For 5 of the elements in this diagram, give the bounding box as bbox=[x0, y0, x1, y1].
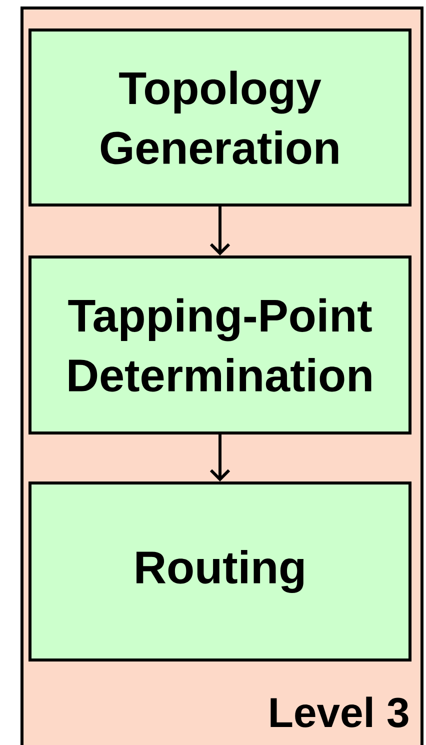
process-box: Tapping-Point Determination bbox=[28, 256, 412, 434]
arrow bbox=[210, 206, 230, 256]
arrow bbox=[210, 434, 230, 482]
process-box: Topology Generation bbox=[28, 28, 412, 206]
process-box: Routing bbox=[28, 482, 412, 662]
